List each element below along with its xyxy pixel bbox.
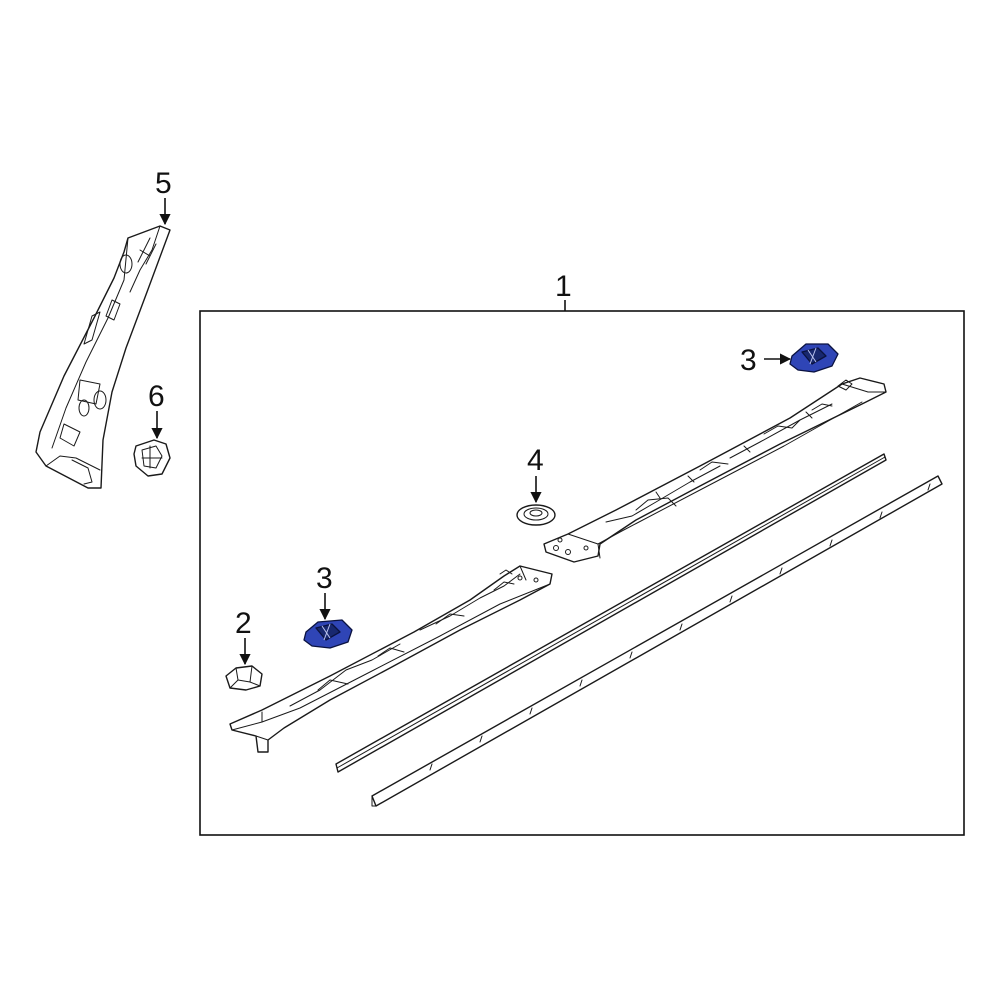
callout-5[interactable]: 5 xyxy=(155,167,172,200)
part-1-front-sill-plate[interactable] xyxy=(229,565,553,753)
callout-2[interactable]: 2 xyxy=(235,607,252,640)
part-3-clip-lower[interactable] xyxy=(303,619,353,649)
part-5-pillar-trim[interactable] xyxy=(35,225,171,489)
part-4-grommet[interactable] xyxy=(516,504,556,526)
part-1-sill-strip[interactable] xyxy=(335,453,887,773)
callout-3-lower[interactable]: 3 xyxy=(316,562,333,595)
part-6-clip[interactable] xyxy=(133,439,171,477)
callout-1[interactable]: 1 xyxy=(555,270,572,303)
assembly-frame xyxy=(199,310,965,836)
callout-4[interactable]: 4 xyxy=(527,444,544,477)
part-1-molding[interactable] xyxy=(371,475,943,807)
callout-3-upper[interactable]: 3 xyxy=(740,344,757,377)
callout-6[interactable]: 6 xyxy=(148,380,165,413)
part-2-clip[interactable] xyxy=(225,665,263,691)
part-1-rear-sill-plate[interactable] xyxy=(543,377,887,563)
part-3-clip-upper[interactable] xyxy=(789,343,839,373)
